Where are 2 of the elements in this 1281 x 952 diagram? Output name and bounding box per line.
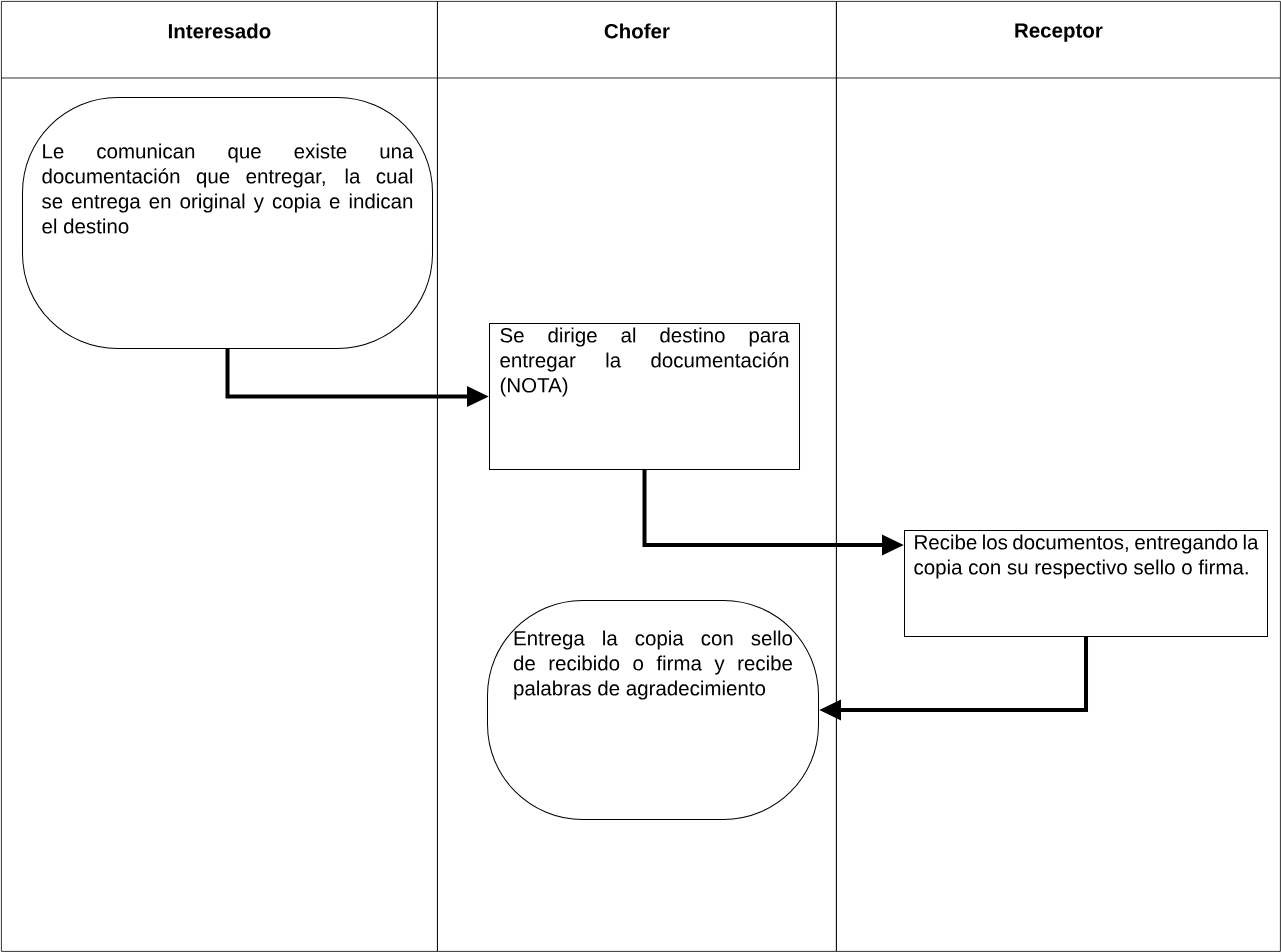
process-box: Se dirige al destino para entregar la documentación (NOTA) (489, 323, 800, 470)
process-box: Recibe los documentos, entregando la copia con su respectivo sello o firma. (904, 530, 1268, 637)
